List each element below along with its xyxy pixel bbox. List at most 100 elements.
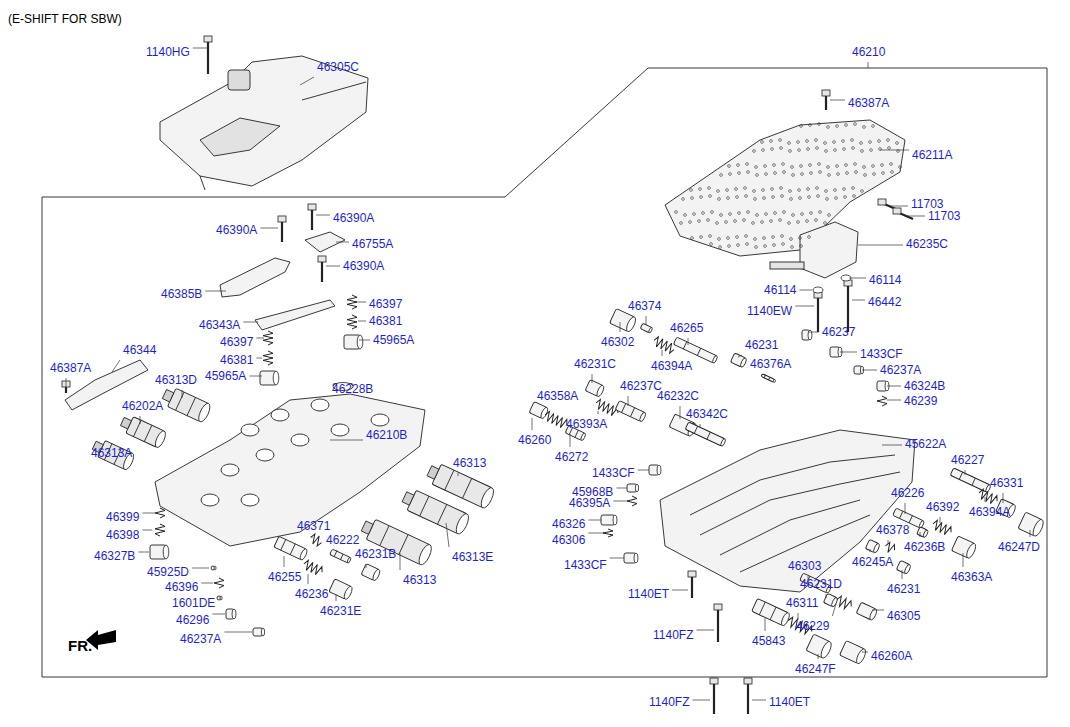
leader-line bbox=[826, 594, 827, 598]
callout-number: 46376A bbox=[750, 357, 791, 371]
part-end bbox=[196, 402, 212, 424]
leader-line bbox=[965, 470, 966, 475]
leader-line bbox=[182, 390, 183, 398]
plate-hole bbox=[773, 164, 776, 167]
plug bbox=[253, 628, 265, 636]
leader-line bbox=[138, 552, 149, 553]
spring bbox=[308, 533, 323, 547]
bolt-shank bbox=[847, 284, 849, 332]
plate-hole bbox=[772, 196, 775, 199]
plate-hole bbox=[888, 147, 891, 150]
plate-hole bbox=[792, 214, 795, 217]
part-band bbox=[697, 348, 700, 355]
valve-spool bbox=[615, 401, 646, 423]
plate-hole bbox=[745, 195, 748, 198]
callout-number: 46296 bbox=[176, 613, 209, 627]
plate-hole bbox=[806, 220, 809, 223]
leader-line bbox=[66, 378, 67, 388]
leader-line bbox=[638, 470, 649, 471]
leader-line bbox=[358, 321, 366, 322]
part-band bbox=[683, 342, 686, 349]
plate-hole bbox=[743, 219, 746, 222]
leader-line bbox=[142, 530, 152, 531]
callout-number: 46247F bbox=[795, 662, 836, 676]
part-end bbox=[648, 327, 653, 333]
part-end bbox=[634, 553, 638, 563]
leader-line bbox=[700, 424, 701, 428]
leader-line bbox=[613, 501, 628, 502]
plate-hole bbox=[810, 212, 813, 215]
plate-hole bbox=[800, 165, 803, 168]
leader-line bbox=[905, 503, 906, 514]
plate-hole bbox=[764, 245, 767, 248]
bolt bbox=[278, 216, 286, 242]
plate-hole bbox=[779, 139, 782, 142]
plate-hole bbox=[828, 214, 831, 217]
plate-hole bbox=[843, 188, 846, 191]
callout-number: 46236B bbox=[904, 540, 945, 554]
plate-hole bbox=[726, 189, 729, 192]
plug bbox=[329, 579, 354, 600]
bolt bbox=[744, 678, 752, 714]
leader-line bbox=[902, 570, 903, 579]
plate-hole bbox=[765, 173, 768, 176]
part-band bbox=[176, 392, 184, 410]
callout-number: 46398 bbox=[106, 528, 139, 542]
plate-hole bbox=[870, 149, 873, 152]
bolt bbox=[308, 204, 316, 230]
plate-hole bbox=[770, 220, 773, 223]
plate-hole bbox=[863, 166, 866, 169]
bolt-shank bbox=[207, 40, 209, 74]
plate-hole bbox=[808, 236, 811, 239]
callout-number: 46265 bbox=[670, 321, 703, 335]
plate-hole bbox=[781, 235, 784, 238]
plate-hole bbox=[825, 150, 828, 153]
part-end bbox=[740, 357, 748, 368]
plate-hole bbox=[890, 163, 893, 166]
plate-hole bbox=[834, 189, 837, 192]
leader-line bbox=[356, 302, 366, 303]
part-band bbox=[575, 430, 578, 437]
spring bbox=[603, 529, 613, 537]
leader-line bbox=[366, 564, 367, 568]
leader-line bbox=[858, 245, 903, 246]
drawing-part bbox=[65, 56, 915, 650]
plate-hole bbox=[798, 189, 801, 192]
callout-number: 46202A bbox=[122, 399, 163, 413]
plug bbox=[823, 593, 838, 607]
bolt-head bbox=[710, 678, 718, 684]
plug bbox=[624, 553, 638, 563]
bolt-head bbox=[744, 678, 752, 684]
plate-hole bbox=[737, 164, 740, 167]
plate-hole bbox=[734, 220, 737, 223]
part-band bbox=[437, 504, 446, 524]
solenoid-stem bbox=[770, 262, 804, 269]
plate-hole bbox=[708, 187, 711, 190]
plate-hole bbox=[680, 222, 683, 225]
plug bbox=[802, 330, 812, 340]
part-band bbox=[630, 408, 634, 417]
plug bbox=[917, 527, 929, 538]
plate-hole bbox=[779, 219, 782, 222]
plate-hole bbox=[720, 174, 723, 177]
leader-line bbox=[646, 316, 647, 325]
spring bbox=[627, 496, 637, 506]
leader-line bbox=[256, 338, 264, 339]
bore bbox=[331, 424, 349, 436]
callout-number: 46211A bbox=[912, 148, 952, 162]
plate-hole bbox=[762, 189, 765, 192]
leader-line bbox=[1030, 530, 1031, 537]
leader-line bbox=[193, 48, 208, 49]
part-band bbox=[341, 554, 344, 559]
plate-hole bbox=[783, 171, 786, 174]
leader-line bbox=[672, 590, 688, 591]
leader-line bbox=[862, 652, 868, 653]
part-end bbox=[357, 335, 363, 349]
plate-hole bbox=[772, 236, 775, 239]
bolt bbox=[204, 36, 212, 74]
plate-hole bbox=[872, 165, 875, 168]
callout-number: 11703 bbox=[928, 209, 960, 223]
plate-hole bbox=[707, 219, 710, 222]
part-end bbox=[613, 515, 617, 525]
plate-hole bbox=[819, 171, 822, 174]
